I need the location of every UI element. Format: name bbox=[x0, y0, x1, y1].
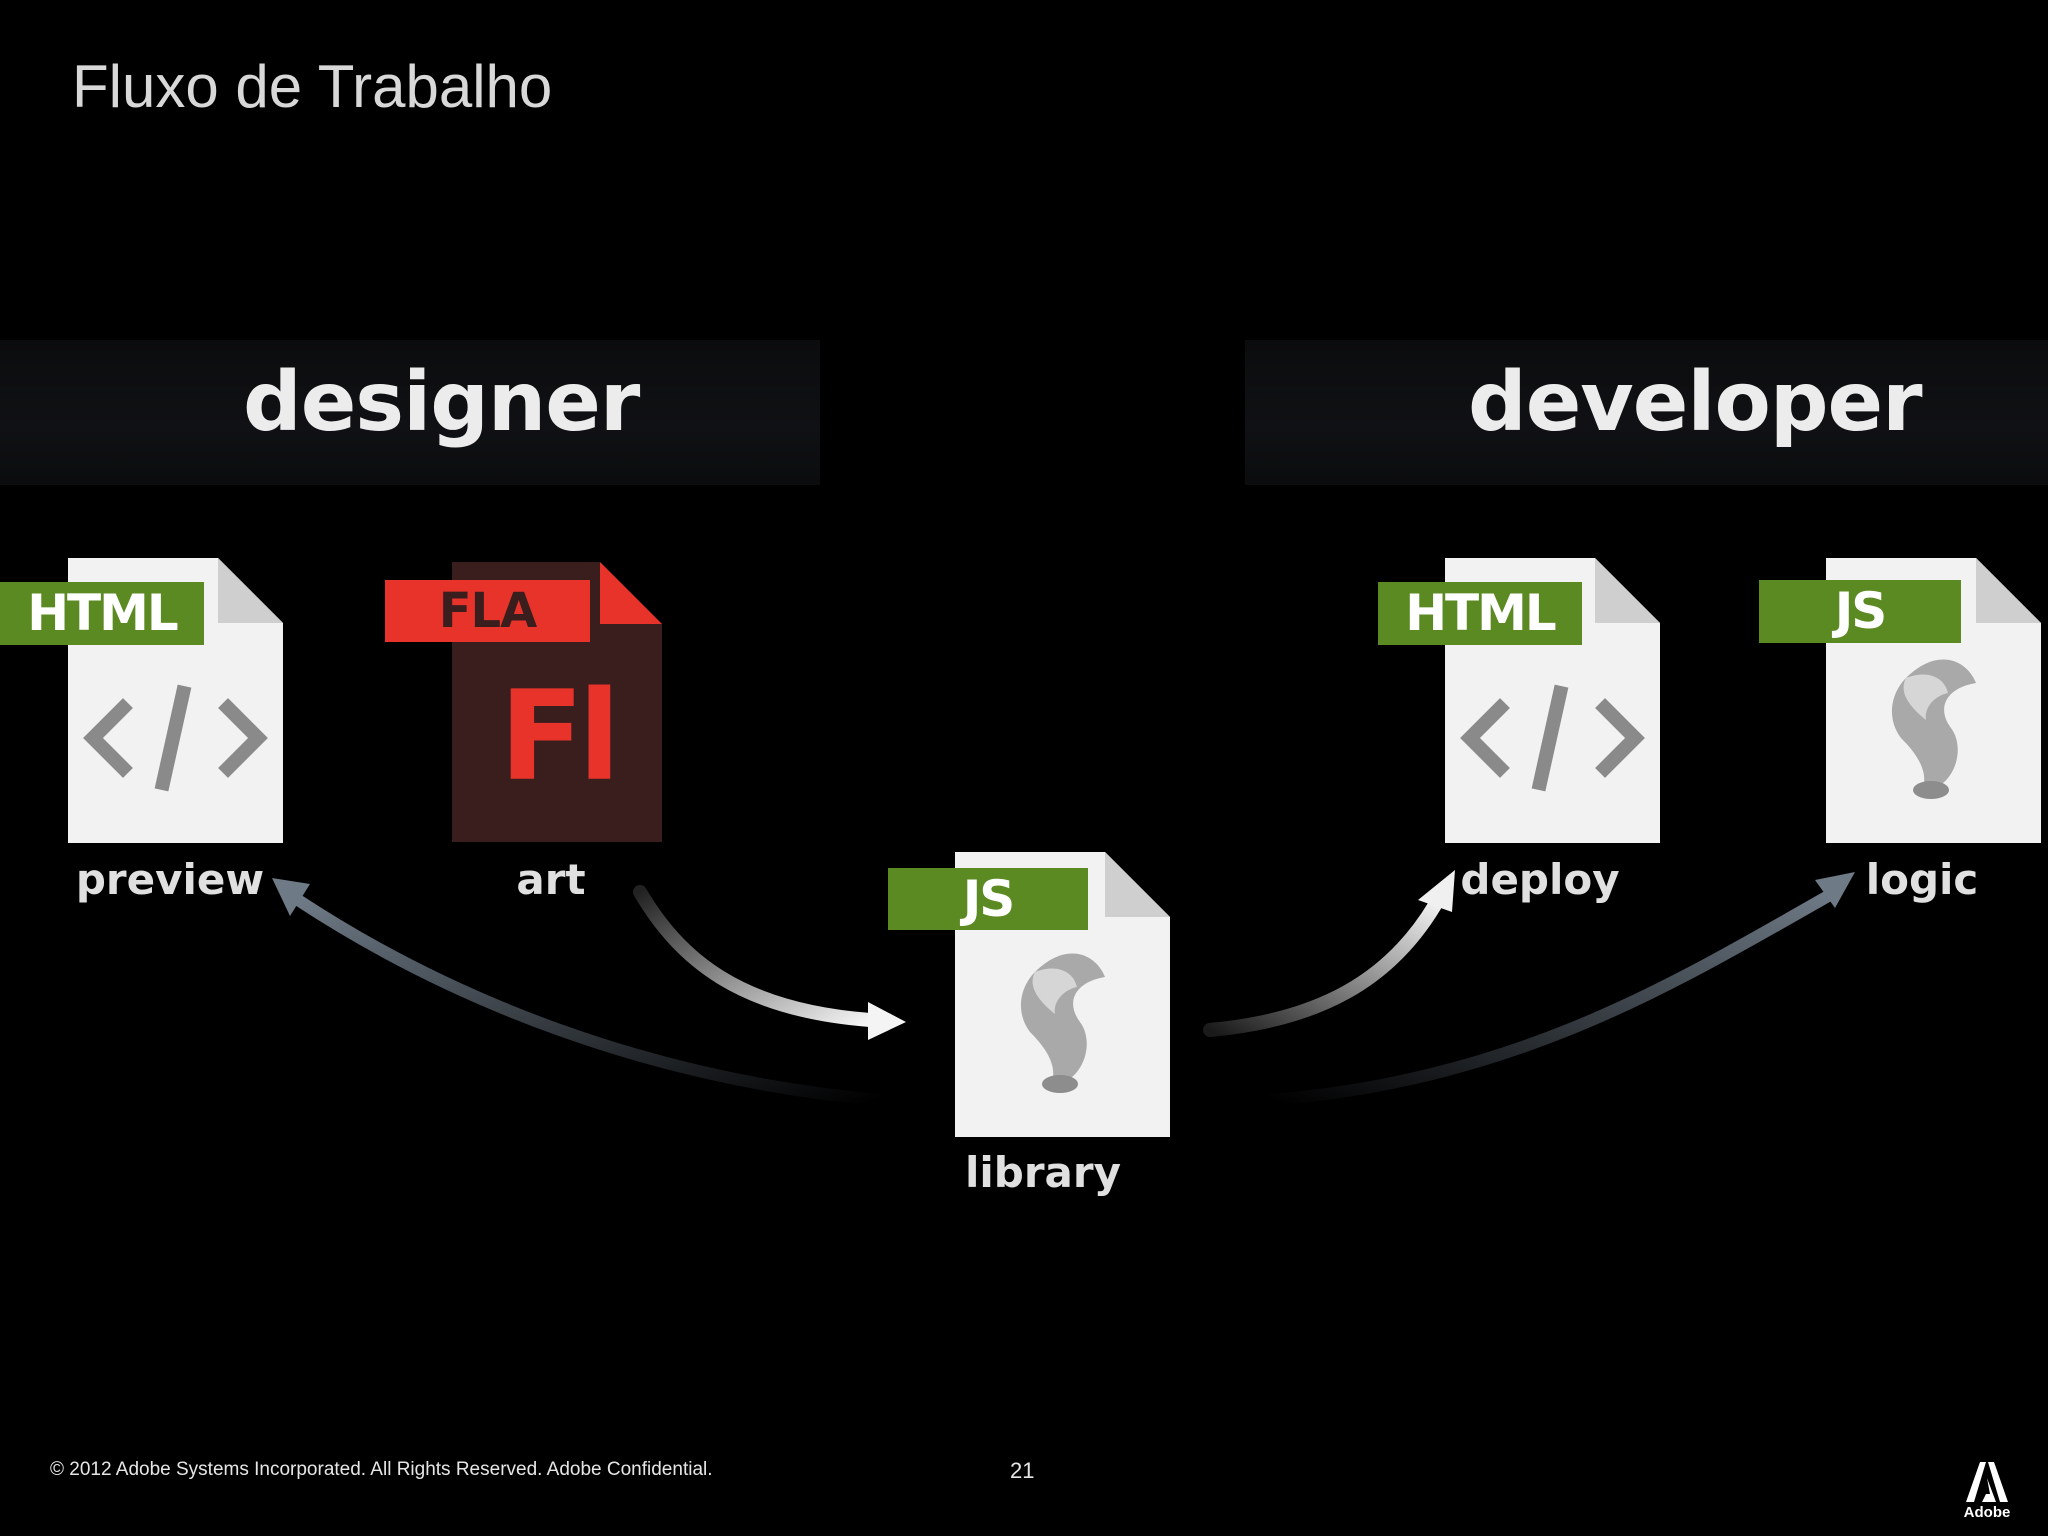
designer-band bbox=[0, 340, 820, 485]
developer-band bbox=[1245, 340, 2048, 485]
developer-label: developer bbox=[1468, 355, 1923, 450]
js-tag-text: JS bbox=[962, 870, 1016, 928]
js-tag bbox=[888, 868, 1088, 930]
js-tag bbox=[1759, 580, 1961, 643]
preview-label: preview bbox=[75, 855, 265, 904]
code-brackets-icon bbox=[83, 684, 268, 792]
html-tag-text: HTML bbox=[27, 584, 179, 642]
code-brackets-icon bbox=[1460, 684, 1645, 792]
arrow-library-to-logic bbox=[1264, 872, 1855, 1106]
copyright-text: © 2012 Adobe Systems Incorporated. All R… bbox=[50, 1459, 713, 1480]
adobe-logo-text: Adobe bbox=[1963, 1504, 2011, 1521]
slide-title: Fluxo de Trabalho bbox=[72, 53, 553, 120]
logic-label: logic bbox=[1865, 855, 1979, 904]
designer-label: designer bbox=[243, 355, 640, 450]
html-tag bbox=[1378, 582, 1582, 645]
scroll-icon bbox=[1020, 953, 1105, 1093]
arrow-art-to-library bbox=[633, 885, 906, 1040]
adobe-logo-icon bbox=[1962, 1460, 2012, 1504]
fla-tag bbox=[385, 580, 590, 642]
scroll-icon bbox=[1891, 659, 1976, 799]
arrow-library-to-deploy bbox=[1203, 870, 1455, 1037]
library-label: library bbox=[964, 1148, 1121, 1197]
html-tag-text: HTML bbox=[1405, 584, 1557, 642]
html-tag bbox=[0, 582, 204, 645]
arrow-library-to-preview bbox=[272, 878, 886, 1106]
flash-icon: Fl bbox=[499, 665, 620, 809]
adobe-logo: Adobe bbox=[1962, 1460, 2012, 1522]
js-tag-text: JS bbox=[1834, 582, 1888, 640]
art-label: art bbox=[516, 855, 586, 904]
page-number: 21 bbox=[1010, 1458, 1035, 1483]
deploy-label: deploy bbox=[1460, 855, 1620, 904]
fla-tag-text: FLA bbox=[438, 583, 538, 639]
